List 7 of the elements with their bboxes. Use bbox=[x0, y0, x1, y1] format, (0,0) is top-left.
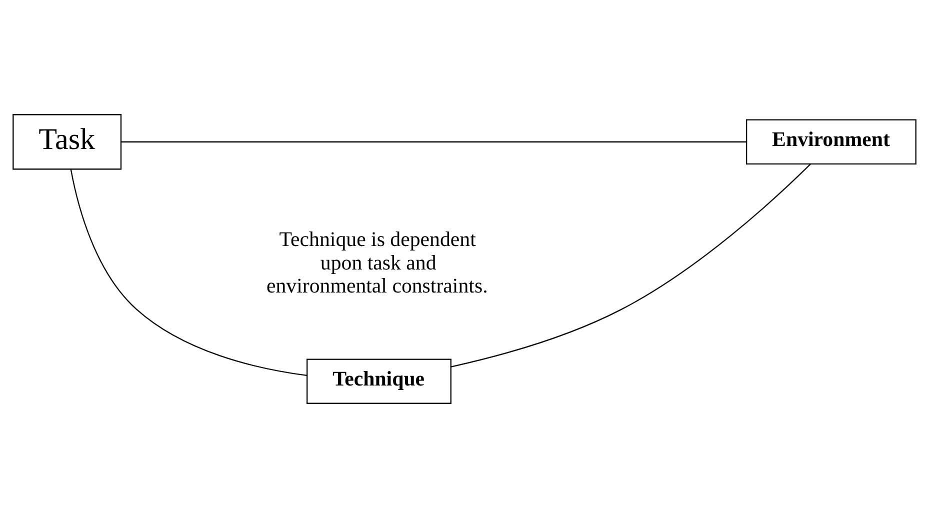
connector bbox=[70, 169, 307, 376]
node-box: Environment bbox=[746, 119, 916, 164]
node-box: Technique bbox=[306, 358, 452, 404]
connector bbox=[451, 164, 811, 368]
label: Technique is dependent upon task and environmental constraints. bbox=[266, 227, 488, 298]
connector bbox=[121, 141, 746, 142]
node-box: Task bbox=[12, 114, 122, 170]
